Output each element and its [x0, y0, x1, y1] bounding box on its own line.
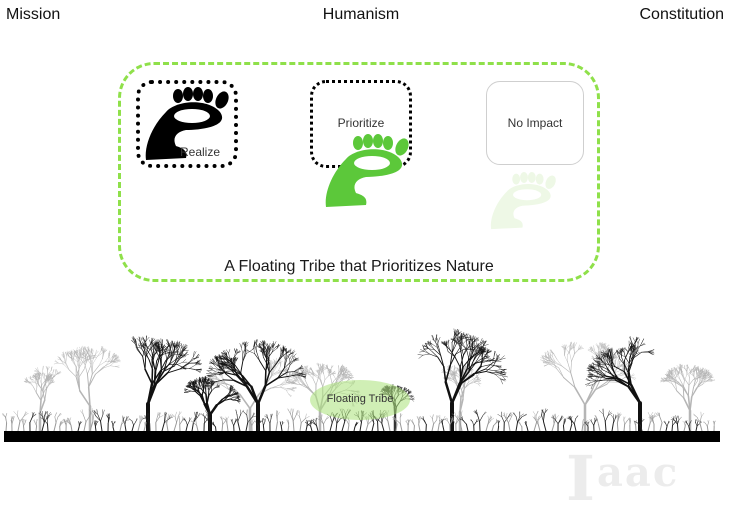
- shrub: [525, 421, 528, 431]
- shrub: [95, 421, 99, 431]
- floating-tribe-label: Floating Tribe: [310, 393, 410, 405]
- shrub: [34, 419, 38, 431]
- ground-line: [4, 431, 720, 442]
- shrub: [354, 422, 358, 431]
- stage-label-no-impact: No Impact: [486, 116, 584, 130]
- shrub: [156, 412, 163, 431]
- shrub: [106, 413, 109, 431]
- shrub: [286, 419, 288, 431]
- shrub: [541, 409, 547, 431]
- shrub: [656, 412, 662, 431]
- shrub: [513, 412, 527, 431]
- shrub: [590, 418, 598, 431]
- shrub: [470, 419, 478, 431]
- shrub: [138, 416, 145, 431]
- shrub: [317, 415, 329, 431]
- shrub: [262, 418, 265, 431]
- footprint-prioritize: [326, 134, 412, 207]
- stage-label-prioritize: Prioritize: [310, 116, 412, 130]
- header-constitution: Constitution: [640, 6, 725, 24]
- shrub: [629, 418, 631, 431]
- shrub: [41, 415, 50, 431]
- shrub: [220, 417, 227, 431]
- shrub: [649, 415, 654, 431]
- shrub: [563, 418, 566, 431]
- shrub: [184, 418, 192, 431]
- footprint-icon: [322, 133, 414, 209]
- shrub: [123, 416, 128, 431]
- shrub: [703, 420, 709, 431]
- shrub: [231, 418, 238, 431]
- frame-caption: A Floating Tribe that Prioritizes Nature: [118, 258, 600, 276]
- shrub: [611, 414, 617, 431]
- shrub: [265, 414, 273, 431]
- shrub: [21, 419, 26, 431]
- shrub: [498, 420, 500, 431]
- shrub: [430, 414, 437, 431]
- stage-label-realize: Realize: [180, 145, 220, 159]
- shrub: [92, 409, 104, 431]
- shrub: [518, 422, 522, 431]
- shrub: [410, 419, 414, 431]
- shrub: [223, 417, 228, 431]
- shrub: [595, 415, 600, 431]
- shrub: [78, 421, 82, 431]
- shrub: [276, 410, 279, 431]
- shrub: [14, 411, 29, 431]
- shrub: [11, 416, 14, 431]
- shrub: [617, 412, 621, 431]
- shrub: [192, 412, 201, 431]
- header-humanism: Humanism: [0, 6, 722, 24]
- shrub: [30, 412, 36, 431]
- shrub: [474, 410, 487, 431]
- footprint-no-impact: [491, 172, 558, 229]
- iaac-logo: Iaac: [566, 448, 679, 510]
- shrub: [440, 419, 444, 431]
- tree: [54, 346, 120, 431]
- shrub: [288, 409, 300, 431]
- shrub: [417, 416, 421, 431]
- shrub: [421, 417, 426, 431]
- shrub: [111, 421, 115, 431]
- shrub: [405, 420, 410, 431]
- footprint-icon: [488, 168, 560, 234]
- tree: [418, 329, 508, 431]
- shrub: [2, 413, 7, 431]
- shrub: [664, 421, 670, 431]
- shrub: [178, 416, 186, 431]
- shrub: [129, 419, 137, 431]
- shrub: [713, 421, 715, 431]
- shrub: [280, 421, 284, 431]
- shrub: [599, 409, 612, 431]
- shrub: [567, 416, 578, 431]
- shrub: [60, 421, 64, 431]
